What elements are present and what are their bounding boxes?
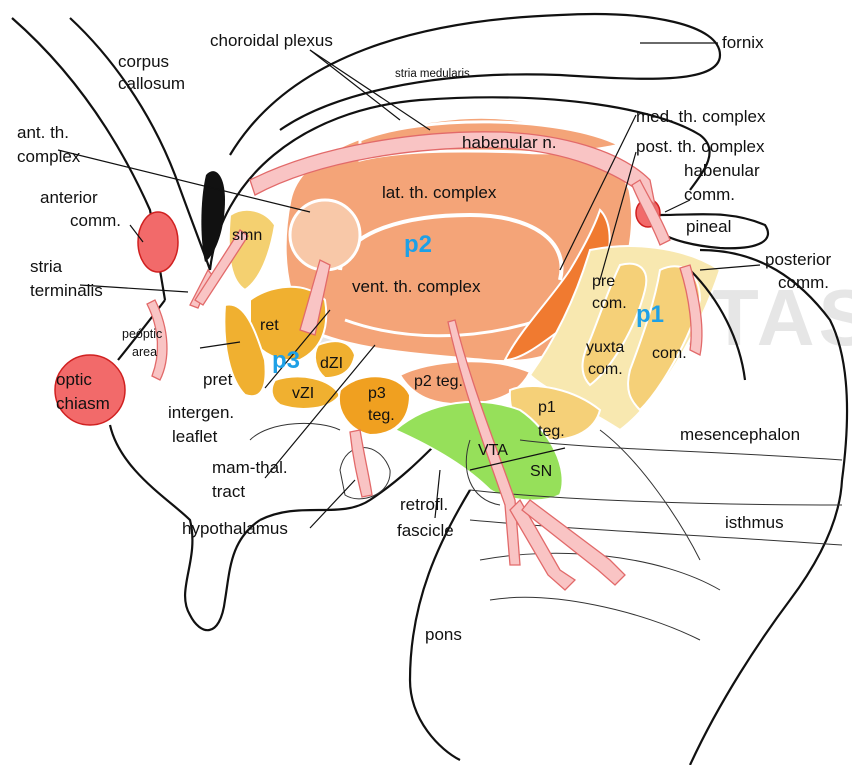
label-fornix: fornix <box>722 33 764 52</box>
label-p1-teg-1: p1 <box>538 399 556 416</box>
label-dzi: dZI <box>320 355 343 372</box>
label-stria-terminalis-1: stria <box>30 257 63 276</box>
label-isthmus: isthmus <box>725 513 784 532</box>
ant-th-complex-region <box>290 200 360 270</box>
segment-label-p3: p3 <box>272 347 300 374</box>
anterior-comm-circle <box>138 212 178 272</box>
label-corpus-callosum-1: corpus <box>118 52 169 71</box>
label-habenular-comm-1: habenular <box>684 161 760 180</box>
label-p3-teg-1: p3 <box>368 385 386 402</box>
label-yuxta-com-2: com. <box>588 361 623 378</box>
label-preoptic-area-2: area <box>132 345 157 359</box>
label-choroidal-plexus: choroidal plexus <box>210 31 333 50</box>
label-optic-chiasm-1: optic <box>56 370 92 389</box>
label-hypothalamus: hypothalamus <box>182 519 288 538</box>
label-retrofl-fascicle-2: fascicle <box>397 521 454 540</box>
label-vzi: vZI <box>292 385 314 402</box>
black-region <box>201 171 225 262</box>
label-yuxta-com-1: yuxta <box>586 339 624 356</box>
label-ant-th-complex-2: complex <box>17 147 81 166</box>
label-preoptic-area-1: peóptic <box>122 327 162 341</box>
label-lat-th-complex: lat. th. complex <box>382 183 497 202</box>
label-mam-thal-tract-1: mam-thal. <box>212 458 288 477</box>
label-ret: ret <box>260 317 279 334</box>
segment-label-p1: p1 <box>636 301 664 328</box>
label-habenular-n: habenular n. <box>462 133 557 152</box>
label-mam-thal-tract-2: tract <box>212 482 245 501</box>
label-posterior-comm-2: comm. <box>778 273 829 292</box>
label-pre-com-1: pre <box>592 273 615 290</box>
label-ant-th-complex-1: ant. th. <box>17 123 69 142</box>
label-stria-medullaris: stria medularis <box>395 68 470 80</box>
label-p3-teg-2: teg. <box>368 407 395 424</box>
label-optic-chiasm-2: chiasm <box>56 394 110 413</box>
label-p1-teg-2: teg. <box>538 423 565 440</box>
label-habenular-comm-2: comm. <box>684 185 735 204</box>
label-pons: pons <box>425 625 462 644</box>
label-mesencephalon: mesencephalon <box>680 425 800 444</box>
label-vent-th-complex: vent. th. complex <box>352 277 481 296</box>
label-pre-com-2: com. <box>592 295 627 312</box>
label-sn: SN <box>530 463 552 480</box>
label-post-th-complex: post. th. complex <box>636 137 765 156</box>
optic-chiasm-circle <box>55 355 125 425</box>
label-pineal: pineal <box>686 217 731 236</box>
label-med-th-complex: med. th. complex <box>636 107 766 126</box>
label-stria-terminalis-2: terminalis <box>30 281 103 300</box>
label-pret: pret <box>203 370 233 389</box>
label-retrofl-fascicle-1: retrofl. <box>400 495 448 514</box>
label-com: com. <box>652 345 687 362</box>
label-vta: VTA <box>478 442 508 459</box>
label-intergen-leaflet-1: intergen. <box>168 403 234 422</box>
label-smn: smn <box>232 227 262 244</box>
label-anterior-comm-2: comm. <box>70 211 121 230</box>
label-corpus-callosum-2: callosum <box>118 74 185 93</box>
label-p2-teg: p2 teg. <box>414 373 463 390</box>
label-posterior-comm-1: posterior <box>765 250 831 269</box>
segment-label-p2: p2 <box>404 231 432 258</box>
label-intergen-leaflet-2: leaflet <box>172 427 218 446</box>
label-anterior-comm-1: anterior <box>40 188 98 207</box>
